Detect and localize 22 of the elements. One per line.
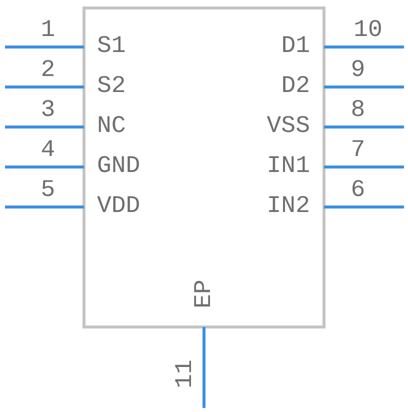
pin-number: 5 [40, 179, 56, 203]
pin-name: VSS [266, 115, 310, 139]
pin-name: EP [193, 280, 217, 308]
pin-name: IN2 [266, 195, 310, 219]
pin-number: 9 [350, 59, 366, 83]
pin-name: S1 [97, 35, 126, 59]
pin-number: 4 [40, 139, 56, 163]
pin-name: D2 [281, 75, 310, 99]
pin-number: 1 [40, 19, 56, 43]
pin-name: IN1 [266, 155, 310, 179]
pin-number: 10 [354, 19, 382, 43]
pin-number: 3 [40, 99, 56, 123]
pin-name: GND [97, 155, 140, 179]
pin-number: 8 [350, 99, 366, 123]
pin-number: 7 [350, 139, 366, 163]
pin-number: 6 [350, 179, 366, 203]
pin-number: 11 [174, 360, 198, 388]
pin-number: 2 [40, 59, 56, 83]
pin-name: NC [97, 115, 126, 139]
pin-name: VDD [97, 195, 140, 219]
pin-name: S2 [97, 75, 126, 99]
pin-name: D1 [281, 35, 310, 59]
